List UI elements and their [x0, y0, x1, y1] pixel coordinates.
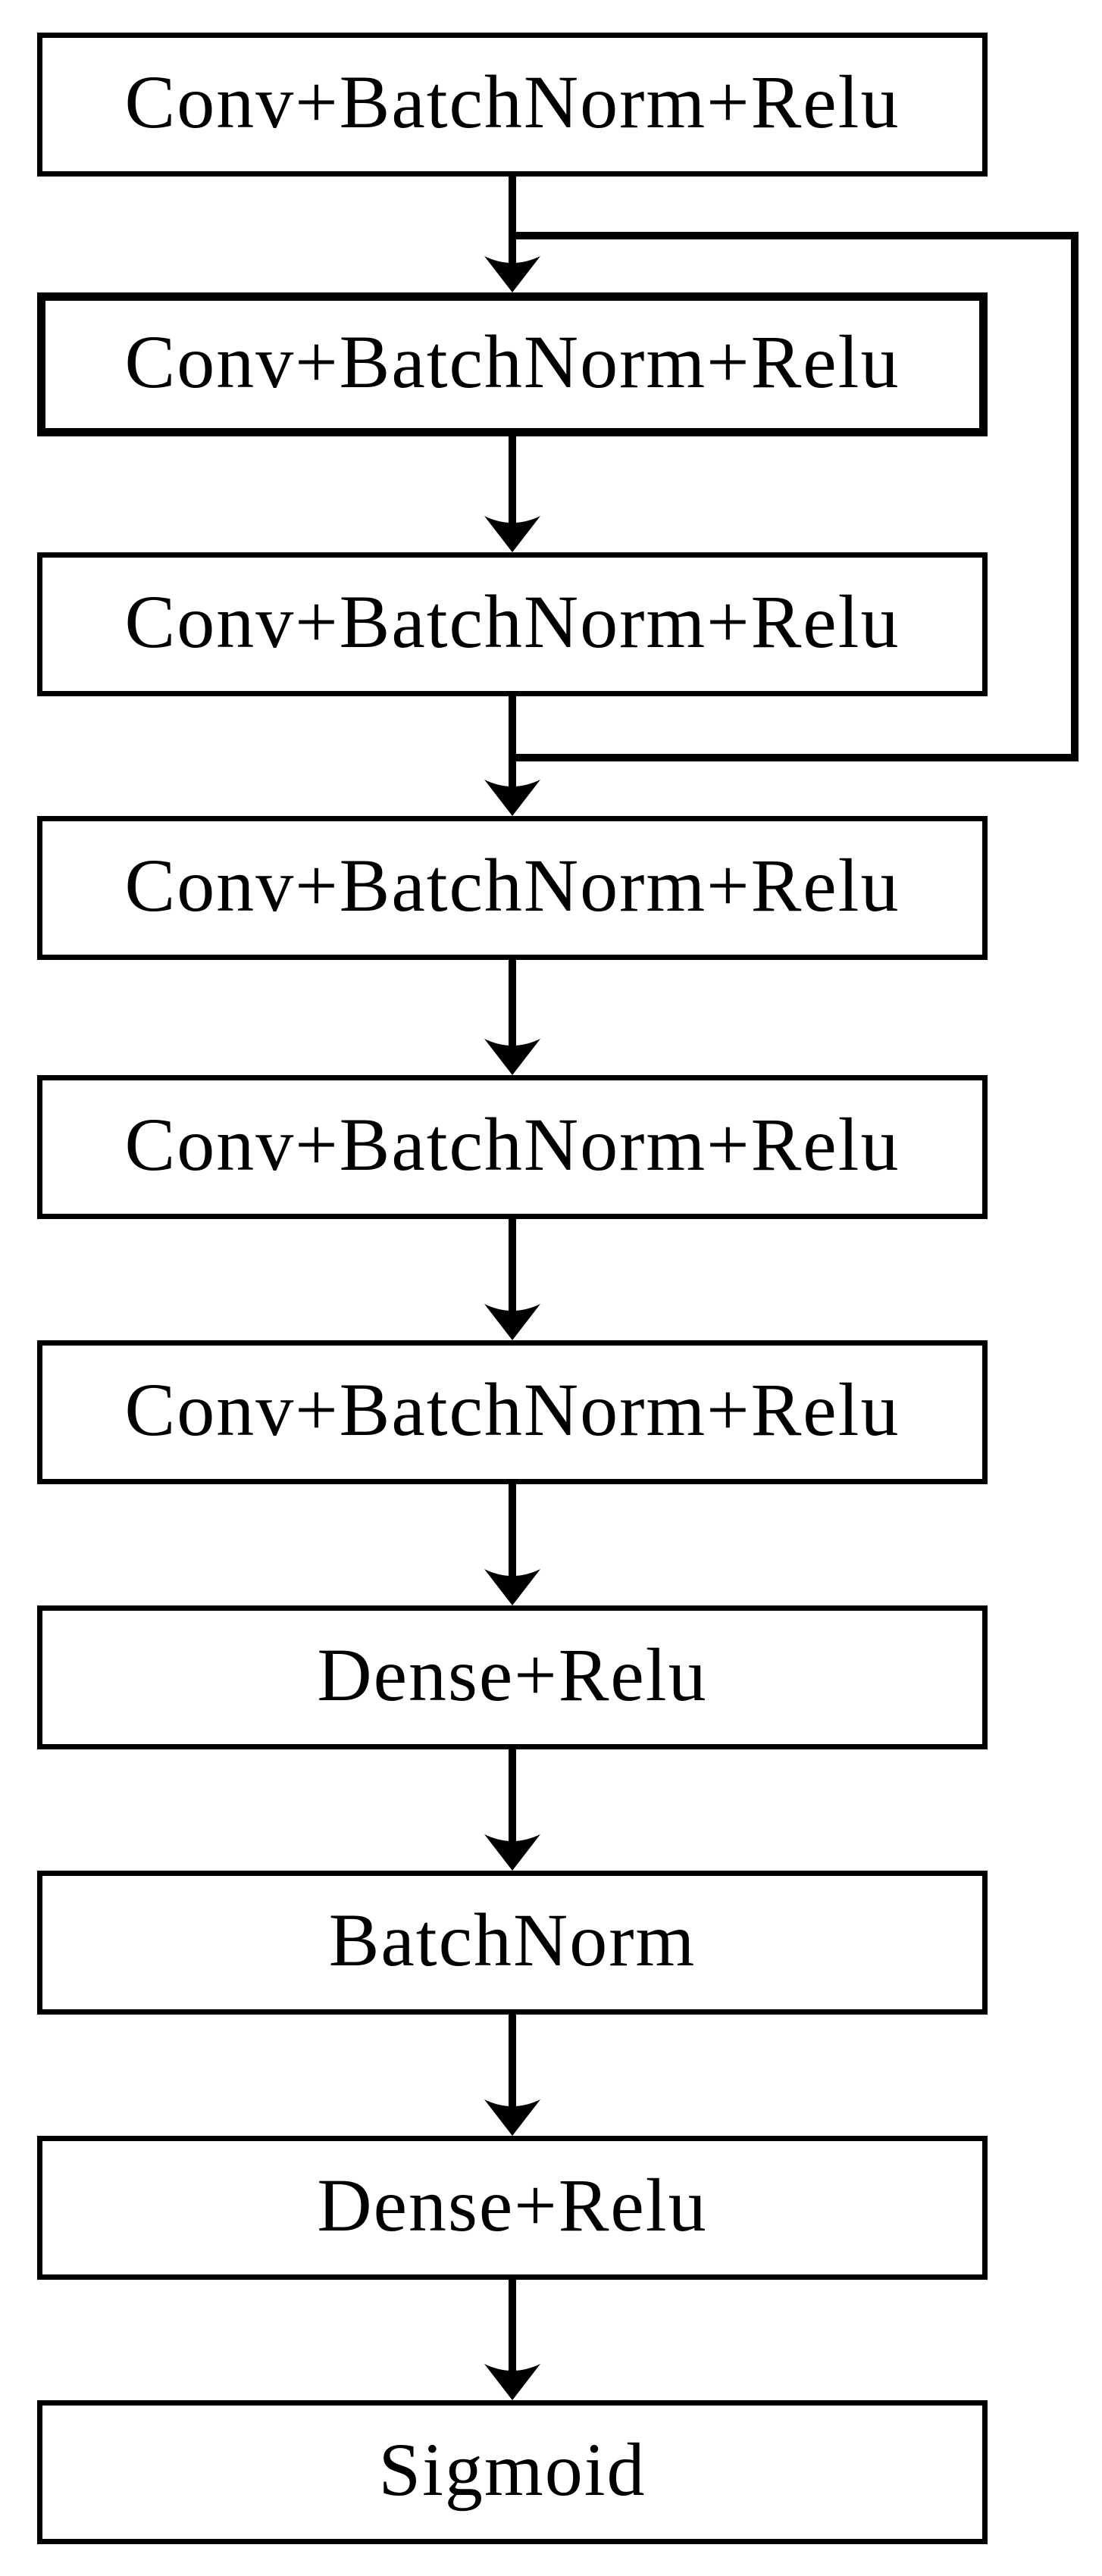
skip-connection-right-segment	[1071, 232, 1079, 761]
arrow-shaft-8-9	[509, 2015, 516, 2112]
node-conv-batchnorm-relu-4: Conv+BatchNorm+Relu	[37, 816, 988, 960]
arrow-head-icon	[484, 1569, 540, 1605]
arrow-head-icon	[484, 516, 540, 552]
node-label: Conv+BatchNorm+Relu	[124, 60, 900, 144]
skip-connection-bottom-segment	[509, 754, 1079, 761]
node-label: Dense+Relu	[317, 1633, 708, 1717]
node-label: Conv+BatchNorm+Relu	[124, 843, 900, 927]
node-conv-batchnorm-relu-2: Conv+BatchNorm+Relu	[37, 292, 988, 436]
node-label: Conv+BatchNorm+Relu	[124, 320, 900, 404]
node-label: Conv+BatchNorm+Relu	[124, 580, 900, 664]
node-conv-batchnorm-relu-6: Conv+BatchNorm+Relu	[37, 1340, 988, 1484]
node-label: Dense+Relu	[317, 2163, 708, 2247]
arrow-head-icon	[484, 256, 540, 292]
arrow-head-icon	[484, 1304, 540, 1340]
node-conv-batchnorm-relu-3: Conv+BatchNorm+Relu	[37, 552, 988, 696]
arrow-shaft-6-7	[509, 1484, 516, 1581]
node-conv-batchnorm-relu-1: Conv+BatchNorm+Relu	[37, 33, 988, 177]
node-sigmoid: Sigmoid	[37, 2400, 988, 2544]
arrow-head-icon	[484, 780, 540, 816]
node-dense-relu-1: Dense+Relu	[37, 1605, 988, 1749]
arrow-head-icon	[484, 2364, 540, 2400]
skip-connection-top-segment	[509, 232, 1079, 239]
node-label: Conv+BatchNorm+Relu	[124, 1368, 900, 1452]
node-batchnorm: BatchNorm	[37, 1871, 988, 2015]
arrow-shaft-9-10	[509, 2280, 516, 2376]
node-label: BatchNorm	[328, 1898, 697, 1982]
arrow-shaft-2-3	[509, 436, 516, 528]
node-dense-relu-2: Dense+Relu	[37, 2136, 988, 2280]
node-conv-batchnorm-relu-5: Conv+BatchNorm+Relu	[37, 1075, 988, 1219]
node-label: Sigmoid	[378, 2428, 646, 2512]
arrow-head-icon	[484, 1039, 540, 1075]
arrow-shaft-3-4	[509, 696, 516, 792]
arrow-head-icon	[484, 1834, 540, 1871]
arrow-shaft-5-6	[509, 1219, 516, 1316]
arrow-shaft-7-8	[509, 1749, 516, 1846]
arrow-shaft-4-5	[509, 960, 516, 1051]
arrow-head-icon	[484, 2099, 540, 2136]
node-label: Conv+BatchNorm+Relu	[124, 1102, 900, 1186]
arrow-shaft-1-2	[509, 177, 516, 268]
